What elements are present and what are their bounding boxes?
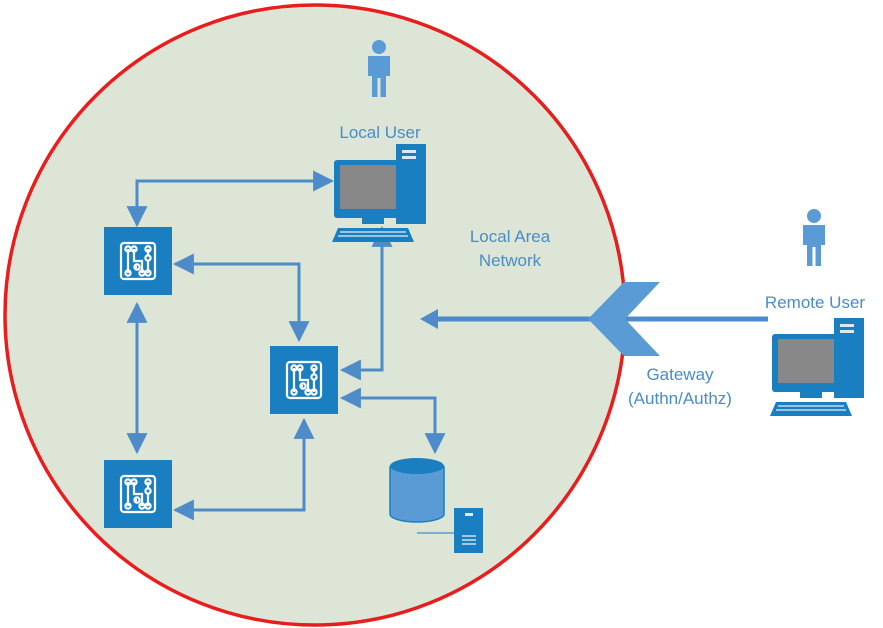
remote-user-person-icon (803, 209, 825, 266)
link-centerchip-database (339, 387, 446, 455)
network-label-line2: Network (478, 251, 542, 270)
link-bottomchip-centerchip (172, 417, 315, 521)
network-node-icon-center (268, 344, 340, 416)
gateway-arrow-icon (420, 282, 768, 356)
server-icon (417, 508, 483, 553)
database-icon (389, 458, 445, 523)
connectors (126, 170, 446, 521)
network-node-icon-top (102, 225, 174, 297)
gateway-label-line1: Gateway (646, 365, 714, 384)
link-topchip-localuser (126, 170, 335, 228)
network-node-icon-bottom (102, 458, 174, 530)
remote-computer-icon (769, 317, 865, 417)
gateway-label-line2: (Authn/Authz) (628, 389, 732, 408)
local-area-boundary (3, 3, 627, 627)
local-user-label: Local User (339, 123, 421, 142)
link-centerchip-localuser (339, 225, 393, 381)
network-label-line1: Local Area (469, 227, 551, 246)
link-topchip-centerchip (172, 253, 310, 343)
remote-user-label: Remote User (764, 293, 866, 312)
